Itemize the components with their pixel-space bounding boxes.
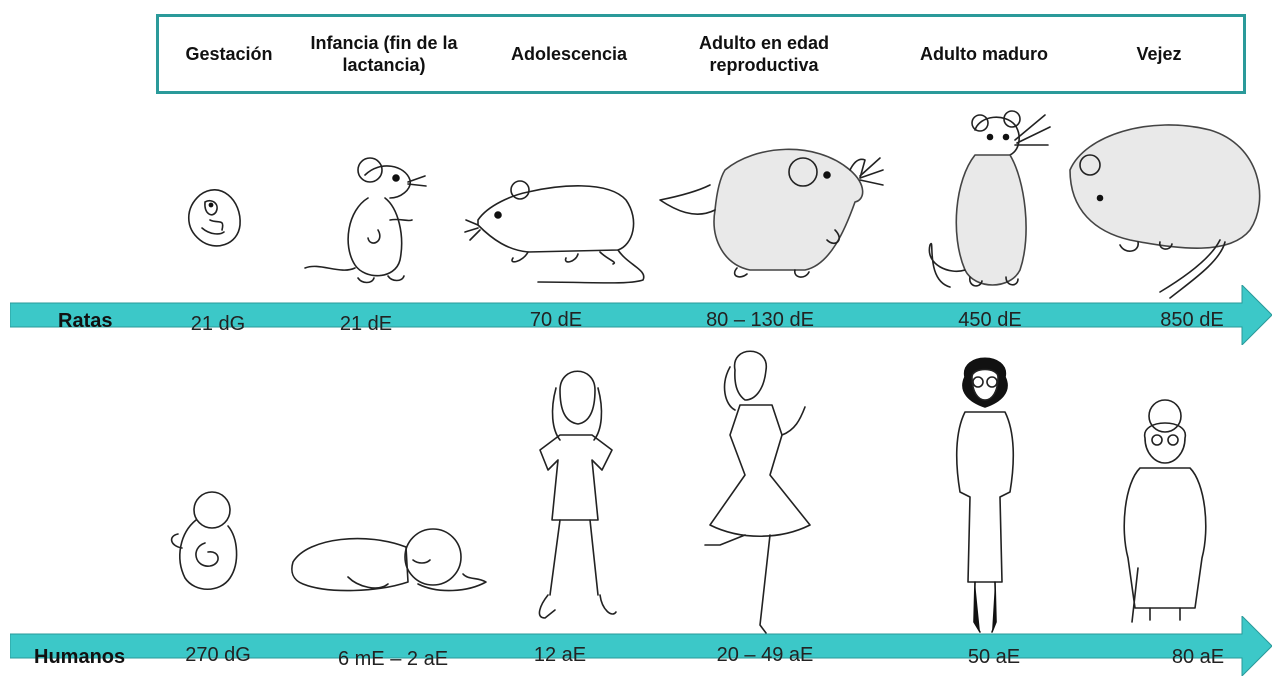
stage-reproductive-adult: Adulto en edad reproductiva [669,17,859,91]
mature-rat-icon [920,105,1060,295]
humans-value-adolescence: 12 aE [534,644,586,667]
rats-value-infancy: 21 dE [340,313,392,336]
old-rat-icon [1060,110,1270,300]
humans-value-old-age: 80 aE [1172,646,1224,669]
humans-value-infancy: 6 mE – 2 aE [338,648,448,671]
stage-gestation: Gestación [169,17,289,91]
stages-header: Gestación Infancia (fin de la lactancia)… [156,14,1246,94]
rats-value-old-age: 850 dE [1160,309,1223,332]
rats-value-reproductive-adult: 80 – 130 dE [706,309,814,332]
elderly-woman-icon [1110,398,1220,623]
stage-adolescence: Adolescencia [489,17,649,91]
teen-girl-icon [520,360,630,630]
stage-infancy: Infancia (fin de la lactancia) [299,17,469,91]
adult-rat-icon [655,130,885,290]
rats-value-gestation: 21 dG [191,313,245,336]
rats-label: Ratas [58,310,112,333]
rat-embryo-icon [180,180,250,255]
mature-woman-icon [940,352,1030,634]
rats-value-adolescence: 70 dE [530,309,582,332]
humans-value-gestation: 270 dG [185,644,251,667]
rats-value-mature-adult: 450 dE [958,309,1021,332]
humans-value-reproductive-adult: 20 – 49 aE [717,644,814,667]
adolescent-rat-icon [468,170,653,290]
humans-value-mature-adult: 50 aE [968,646,1020,669]
young-woman-icon [700,345,820,635]
sleeping-baby-icon [288,522,488,602]
human-fetus-icon [160,488,250,598]
stage-mature-adult: Adulto maduro [894,17,1074,91]
stage-old-age: Vejez [1109,17,1209,91]
humans-label: Humanos [34,646,125,669]
young-rat-icon [300,150,430,290]
